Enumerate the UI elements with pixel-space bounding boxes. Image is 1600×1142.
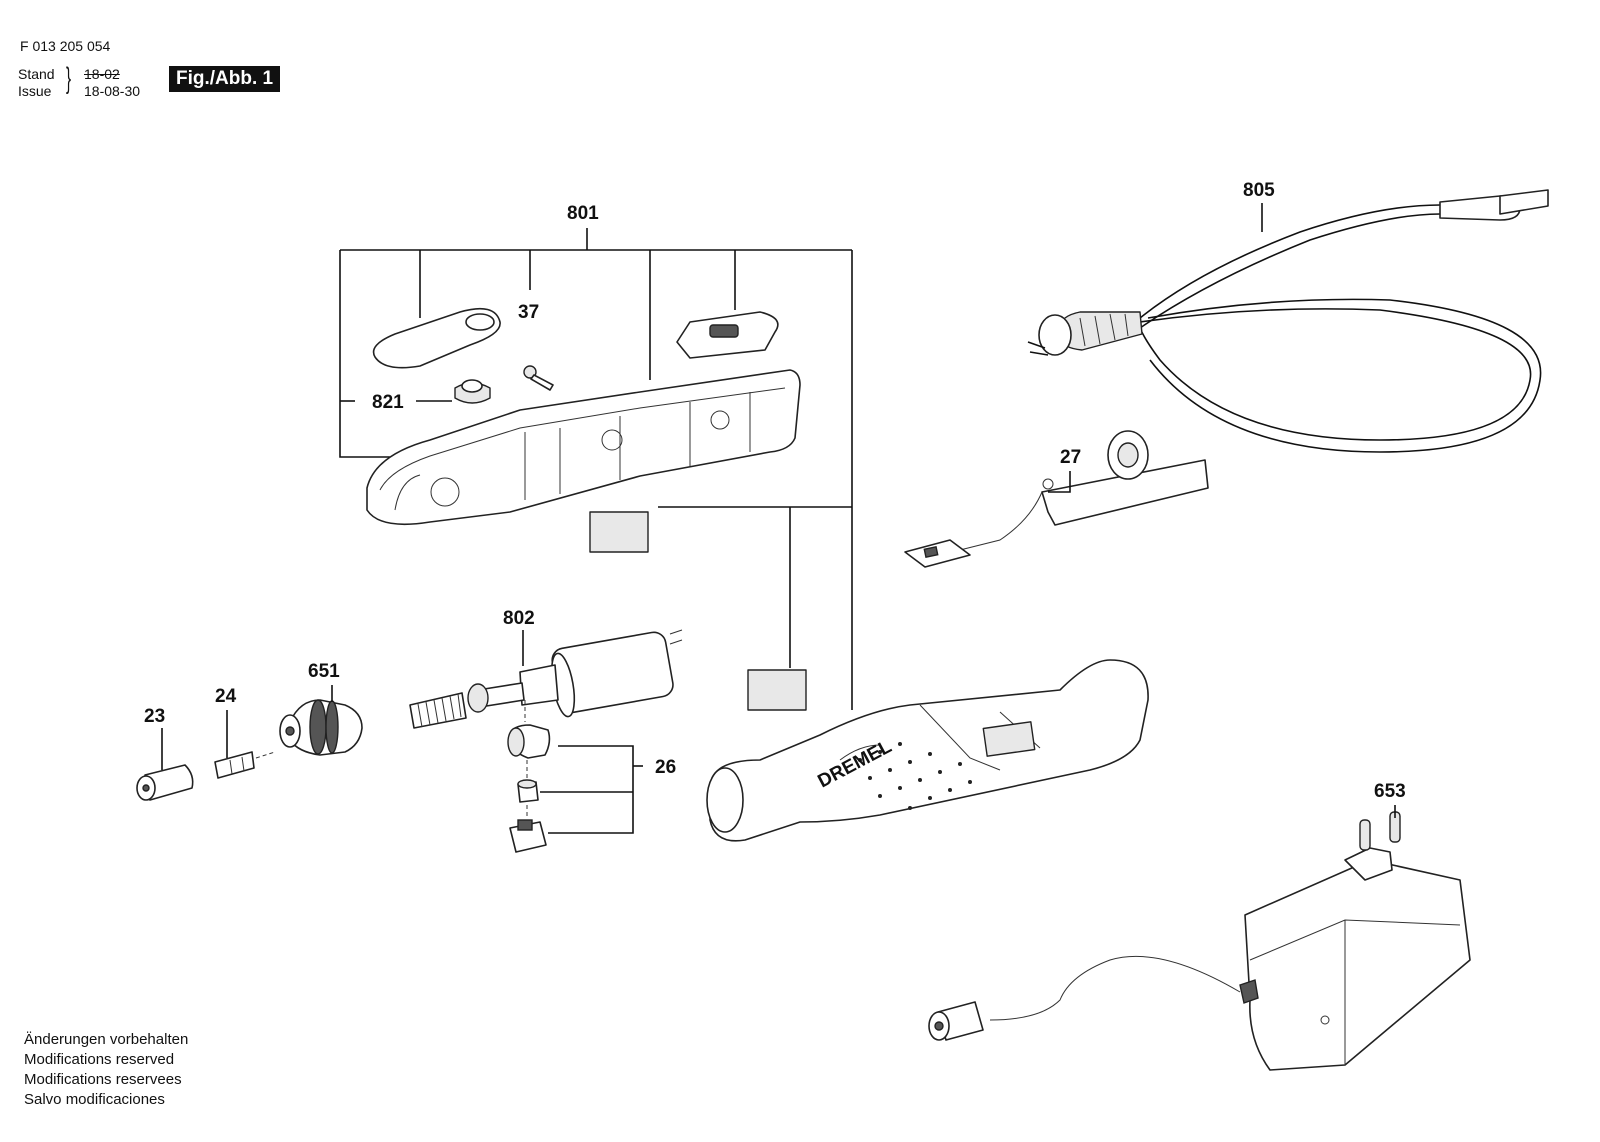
label-653: 653 bbox=[1374, 781, 1406, 802]
housing-half-part bbox=[366, 369, 801, 526]
circuit-board-27-part bbox=[904, 430, 1209, 568]
leader-801 bbox=[339, 228, 853, 710]
charger-cable-part bbox=[928, 955, 1241, 1041]
collet-nut-23-part bbox=[136, 764, 194, 801]
power-cord-805-part bbox=[1027, 189, 1549, 453]
issue-label: Issue bbox=[18, 83, 52, 99]
note-french: Modifications reservees bbox=[24, 1071, 182, 1088]
threaded-spindle-part bbox=[409, 692, 467, 729]
label-802: 802 bbox=[503, 608, 535, 629]
label-805: 805 bbox=[1243, 180, 1275, 201]
motor-802-part bbox=[467, 629, 683, 718]
label-23: 23 bbox=[144, 706, 165, 727]
new-date: 18-08-30 bbox=[84, 83, 141, 99]
footer-notes: Änderungen vorbehalten Modifications res… bbox=[24, 1030, 188, 1110]
collet-24-part bbox=[214, 751, 276, 779]
button-cover-part bbox=[676, 311, 779, 359]
label-26: 26 bbox=[655, 757, 676, 778]
grip-housing-part bbox=[706, 659, 1149, 842]
stand-label: Stand bbox=[18, 66, 55, 82]
label-651: 651 bbox=[308, 661, 340, 682]
charger-653-part bbox=[1239, 811, 1471, 1071]
note-german: Änderungen vorbehalten bbox=[24, 1031, 189, 1048]
label-37: 37 bbox=[518, 302, 539, 323]
label-801: 801 bbox=[567, 203, 599, 224]
switch-cover-part bbox=[372, 307, 501, 369]
bearing-set-26-part bbox=[507, 700, 551, 853]
label-27: 27 bbox=[1060, 447, 1081, 468]
label-sticker-1 bbox=[589, 511, 649, 553]
brace-glyph: } bbox=[66, 62, 72, 95]
note-english: Modifications reserved bbox=[24, 1051, 175, 1068]
note-spanish: Salvo modificaciones bbox=[24, 1091, 165, 1108]
label-24: 24 bbox=[215, 686, 237, 707]
doc-number: F 013 205 054 bbox=[20, 38, 111, 54]
knob-821-part bbox=[454, 379, 491, 404]
chuck-651-part bbox=[279, 699, 363, 756]
grip-texture-dots bbox=[858, 742, 972, 810]
label-821: 821 bbox=[372, 392, 404, 413]
figure-label: Fig./Abb. 1 bbox=[169, 66, 281, 92]
old-date: 18-02 bbox=[84, 66, 120, 82]
screw-37-part bbox=[523, 365, 554, 391]
label-sticker-2 bbox=[747, 669, 807, 711]
